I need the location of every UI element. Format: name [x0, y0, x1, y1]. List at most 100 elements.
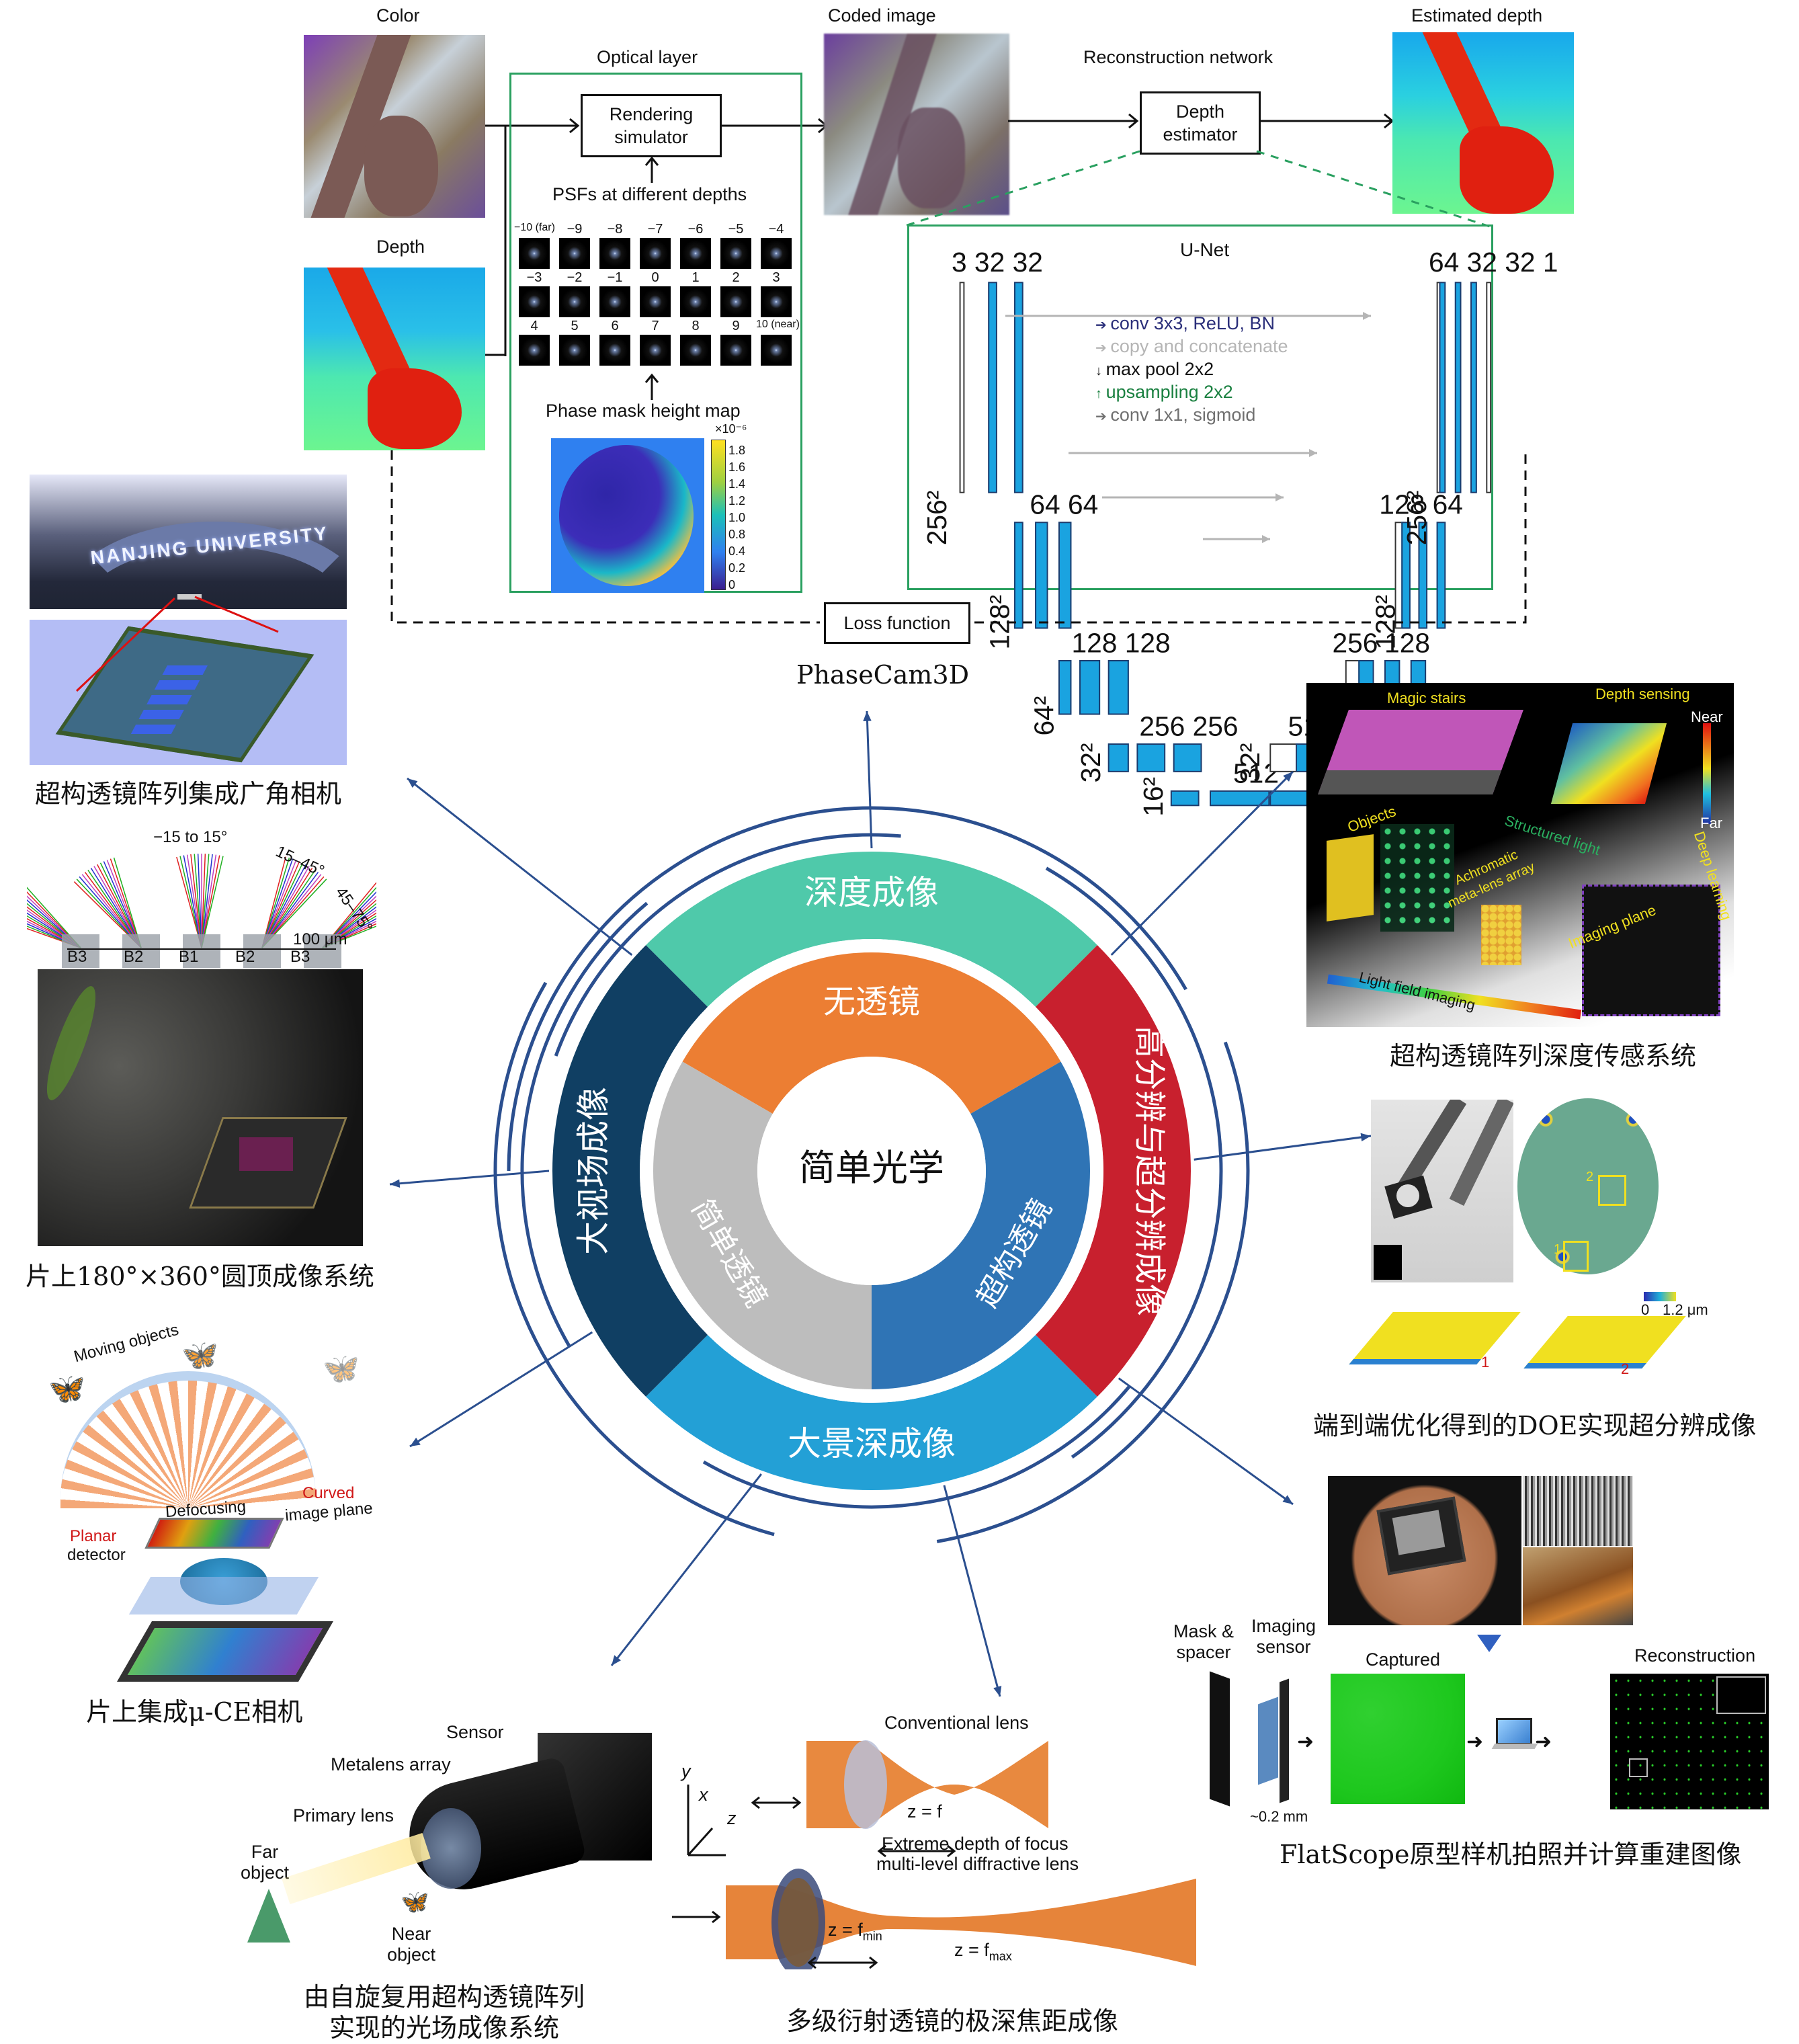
gap-label: ~0.2 mm	[1250, 1808, 1308, 1825]
bracket-arc	[507, 806, 1187, 1172]
channel-label: 128 64	[1379, 490, 1463, 521]
color-image	[304, 35, 485, 218]
ring-label-large-dof: 大景深成像	[788, 1424, 956, 1463]
feature-map	[1035, 522, 1048, 629]
psf-thumbnail	[640, 238, 671, 269]
band-label: B2	[124, 948, 144, 966]
feature-map	[1079, 659, 1101, 715]
butterfly-icon: 🦋	[323, 1352, 360, 1385]
detector-label: detector	[67, 1546, 126, 1564]
connector-arrow	[1194, 1135, 1372, 1161]
psf-depth-label: −3	[526, 270, 542, 285]
connector-arrow	[1118, 1377, 1294, 1506]
z-fmax-label: z = fmax	[954, 1940, 1012, 1963]
arrow-right-icon: ➜	[1535, 1731, 1552, 1753]
phase-mask-colorbar	[711, 440, 726, 590]
laptop-icon	[1496, 1718, 1532, 1745]
surface-label-1: 1	[1481, 1354, 1490, 1371]
legend-label: max pool 2x2	[1105, 359, 1214, 379]
depth-estimator-box: Depth estimator	[1140, 91, 1261, 155]
legend-label: upsampling 2x2	[1105, 382, 1233, 402]
mask-layer	[1258, 1696, 1278, 1785]
band-label: B2	[235, 948, 255, 966]
light-field-caption-line2: 实现的光场成像系统	[329, 2013, 560, 2043]
psf-depth-label: −4	[768, 222, 784, 237]
feature-map	[1173, 743, 1202, 772]
primary-lens	[421, 1808, 481, 1889]
arrowhead-icon	[1282, 1495, 1293, 1504]
up-arrow-icon	[645, 373, 659, 400]
feature-map	[1170, 790, 1200, 807]
captured-image	[1331, 1674, 1465, 1804]
primary-lens-label: Primary lens	[293, 1805, 394, 1826]
scale-bar-label: 100 μm	[293, 930, 347, 948]
channel-label: 128 128	[1071, 628, 1171, 659]
ring-label-wide-fov: 大视场成像	[574, 1087, 613, 1255]
psf-thumbnail	[761, 335, 792, 366]
legend-label: conv 3x3, ReLU, BN	[1110, 313, 1275, 333]
feature-map	[1418, 522, 1428, 629]
reconstruction-image	[1610, 1674, 1769, 1809]
channel-label: 64 64	[1030, 490, 1099, 521]
flatscope-penny-photo	[1328, 1476, 1521, 1625]
arrowhead-icon	[612, 1655, 621, 1666]
psf-thumbnail	[599, 335, 630, 366]
feature-map	[959, 282, 965, 493]
dome-ray-diagram	[27, 854, 376, 968]
psf-depth-label: 1	[692, 270, 700, 285]
psf-depth-label: 9	[732, 319, 740, 333]
band-label: B1	[179, 948, 199, 966]
arrow-right-icon: ➜	[1466, 1731, 1484, 1753]
extreme-dof-line1: Extreme depth of focus	[882, 1834, 1069, 1854]
sensor-chip	[117, 1621, 333, 1682]
channel-label: 256	[1332, 628, 1378, 659]
z-fmin-label: z = fmin	[828, 1920, 882, 1943]
band-label: B3	[67, 948, 87, 966]
microlens-band	[243, 934, 281, 968]
colorbar-tick: 1.2	[728, 494, 746, 507]
curved-label: Curved	[302, 1484, 355, 1502]
microlens-band	[304, 934, 341, 968]
psf-depth-label: 4	[530, 319, 538, 333]
down-arrow-icon	[1477, 1635, 1501, 1652]
sample-plane	[1210, 1671, 1230, 1807]
butterfly-near-icon: 🦋	[401, 1889, 429, 1915]
connector-arrow	[943, 1485, 1001, 1697]
band-label: B3	[290, 948, 310, 966]
color-label: Color	[376, 5, 420, 26]
psf-thumbnail	[519, 286, 550, 317]
ring-label-depth-imaging: 深度成像	[804, 873, 939, 912]
psf-thumbnail	[599, 238, 630, 269]
psf-thumbnail	[559, 335, 590, 366]
feature-map	[1107, 659, 1129, 715]
depth-sensing-illustration	[1306, 683, 1734, 1027]
doe-colorbar-max: 1.2 μm	[1663, 1301, 1708, 1318]
colorbar-tick: 1.0	[728, 511, 746, 524]
edof-caption: 多级衍射透镜的极深焦距成像	[786, 2006, 1119, 2036]
reconstruction-label: Reconstruction	[1634, 1645, 1756, 1666]
psf-depth-label: 3	[772, 270, 780, 285]
legend-arrow-icon: ➔	[1095, 409, 1111, 424]
psf-thumbnail	[519, 335, 550, 366]
colorbar-tick: 0.2	[728, 561, 746, 575]
doe-colorbar	[1644, 1292, 1676, 1301]
psf-thumbnail	[720, 335, 751, 366]
planar-label: Planar	[70, 1527, 117, 1545]
legend-arrow-icon: ↓	[1095, 364, 1106, 378]
psf-thumbnail	[761, 238, 792, 269]
planar-detector	[144, 1518, 284, 1549]
connector-arrow	[407, 777, 633, 956]
sensor-layer	[1280, 1678, 1289, 1803]
mask-pattern-inset	[1523, 1476, 1633, 1546]
connector-arrow	[866, 710, 873, 849]
feature-map	[1107, 743, 1129, 772]
glass-plate	[128, 1577, 319, 1614]
feature-map	[1439, 282, 1446, 493]
feature-map	[1401, 522, 1411, 629]
connector-arrow	[389, 1170, 550, 1186]
butterfly-icon: 🦋	[181, 1339, 218, 1372]
psf-label: PSFs at different depths	[552, 184, 747, 204]
psf-thumbnail	[720, 238, 751, 269]
arrowhead-icon	[863, 711, 872, 721]
